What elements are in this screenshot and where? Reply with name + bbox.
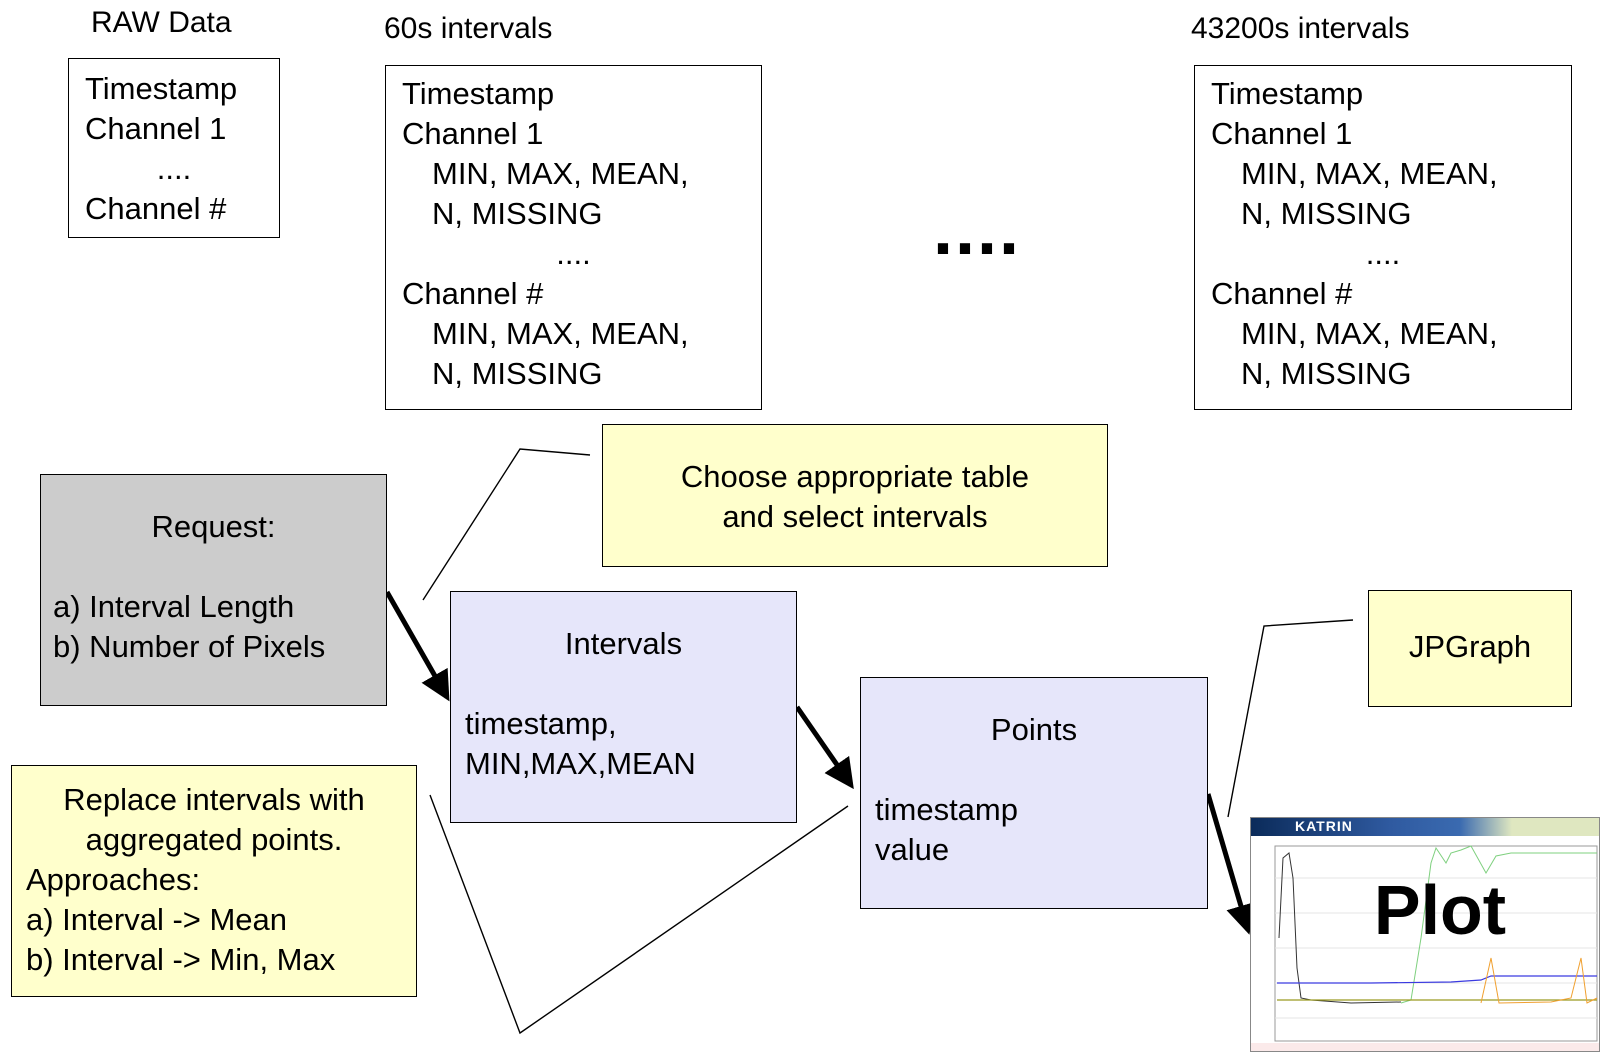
t60-line-stats-1a: MIN, MAX, MEAN, bbox=[432, 156, 689, 191]
points-line-value: value bbox=[875, 832, 950, 867]
t60-caption: 60s intervals bbox=[384, 12, 553, 45]
t60-line-ellipsis: .... bbox=[556, 236, 591, 271]
raw-data-caption: RAW Data bbox=[91, 6, 232, 39]
t43200-line-timestamp: Timestamp bbox=[1211, 76, 1364, 111]
request-line-interval-length: a) Interval Length bbox=[53, 589, 295, 624]
t60-line-channel-n: Channel # bbox=[402, 276, 544, 311]
plot-logo: KATRIN bbox=[1295, 818, 1353, 834]
plot-label: Plot bbox=[1373, 871, 1507, 949]
points-title: Points bbox=[990, 712, 1078, 747]
t60-line-stats-1b: N, MISSING bbox=[432, 196, 603, 231]
t43200-line-stats-1b: N, MISSING bbox=[1241, 196, 1412, 231]
plot-header-bar bbox=[1251, 818, 1599, 836]
raw-line-channel-1: Channel 1 bbox=[85, 111, 227, 146]
t43200-table-box: Timestamp Channel 1 MIN, MAX, MEAN, N, M… bbox=[1194, 65, 1572, 410]
jpgraph-note: JPGraph bbox=[1368, 590, 1572, 707]
tables-ellipsis: .... bbox=[933, 190, 1022, 270]
request-to-intervals-arrow bbox=[384, 590, 450, 702]
points-box: Points timestamp value bbox=[860, 677, 1208, 909]
intervals-line-min-max-mean: MIN,MAX,MEAN bbox=[465, 746, 696, 781]
t43200-caption: 43200s intervals bbox=[1191, 12, 1410, 45]
raw-data-box: Timestamp Channel 1 .... Channel # bbox=[68, 58, 280, 238]
replace-note-callout-line bbox=[429, 794, 849, 1035]
replace-note-line-min-max: b) Interval -> Min, Max bbox=[26, 942, 336, 977]
t43200-line-channel-1: Channel 1 bbox=[1211, 116, 1353, 151]
intervals-line-timestamp: timestamp, bbox=[465, 706, 617, 741]
t60-line-stats-na: MIN, MAX, MEAN, bbox=[432, 316, 689, 351]
t60-table-box: Timestamp Channel 1 MIN, MAX, MEAN, N, M… bbox=[385, 65, 762, 410]
t60-line-channel-1: Channel 1 bbox=[402, 116, 544, 151]
t43200-line-ellipsis: .... bbox=[1365, 236, 1401, 271]
replace-note-line-1: Replace intervals with bbox=[63, 782, 365, 817]
choose-table-note: Choose appropriate table and select inte… bbox=[602, 424, 1108, 567]
intervals-title: Intervals bbox=[564, 626, 683, 661]
points-line-timestamp: timestamp bbox=[875, 792, 1018, 827]
request-box: Request: a) Interval Length b) Number of… bbox=[40, 474, 387, 706]
t43200-line-channel-n: Channel # bbox=[1211, 276, 1353, 311]
t43200-line-stats-nb: N, MISSING bbox=[1241, 356, 1412, 391]
t43200-line-stats-na: MIN, MAX, MEAN, bbox=[1241, 316, 1498, 351]
t60-line-timestamp: Timestamp bbox=[402, 76, 555, 111]
replace-note-line-mean: a) Interval -> Mean bbox=[26, 902, 288, 937]
replace-note-line-approaches: Approaches: bbox=[26, 862, 201, 897]
t60-line-stats-nb: N, MISSING bbox=[432, 356, 603, 391]
plot-graph bbox=[1251, 845, 1599, 1051]
choose-note-line-2: and select intervals bbox=[722, 499, 988, 534]
points-to-plot-arrow bbox=[1205, 793, 1256, 935]
raw-line-timestamp: Timestamp bbox=[85, 71, 238, 106]
raw-line-channel-n: Channel # bbox=[85, 191, 227, 226]
request-line-number-of-pixels: b) Number of Pixels bbox=[53, 629, 326, 664]
raw-line-ellipsis: .... bbox=[156, 151, 192, 186]
replace-note-line-2: aggregated points. bbox=[85, 822, 343, 857]
choose-note-line-1: Choose appropriate table bbox=[680, 459, 1030, 494]
intervals-box: Intervals timestamp, MIN,MAX,MEAN bbox=[450, 591, 797, 823]
plot-thumbnail: KATRIN Plot bbox=[1250, 817, 1600, 1052]
choose-note-callout-line bbox=[422, 448, 591, 601]
t43200-line-stats-1a: MIN, MAX, MEAN, bbox=[1241, 156, 1498, 191]
replace-intervals-note: Replace intervals with aggregated points… bbox=[11, 765, 417, 997]
intervals-to-points-arrow bbox=[794, 705, 854, 790]
jpgraph-callout-line bbox=[1227, 619, 1354, 818]
jpgraph-label: JPGraph bbox=[1408, 629, 1532, 664]
request-title: Request: bbox=[151, 509, 276, 544]
